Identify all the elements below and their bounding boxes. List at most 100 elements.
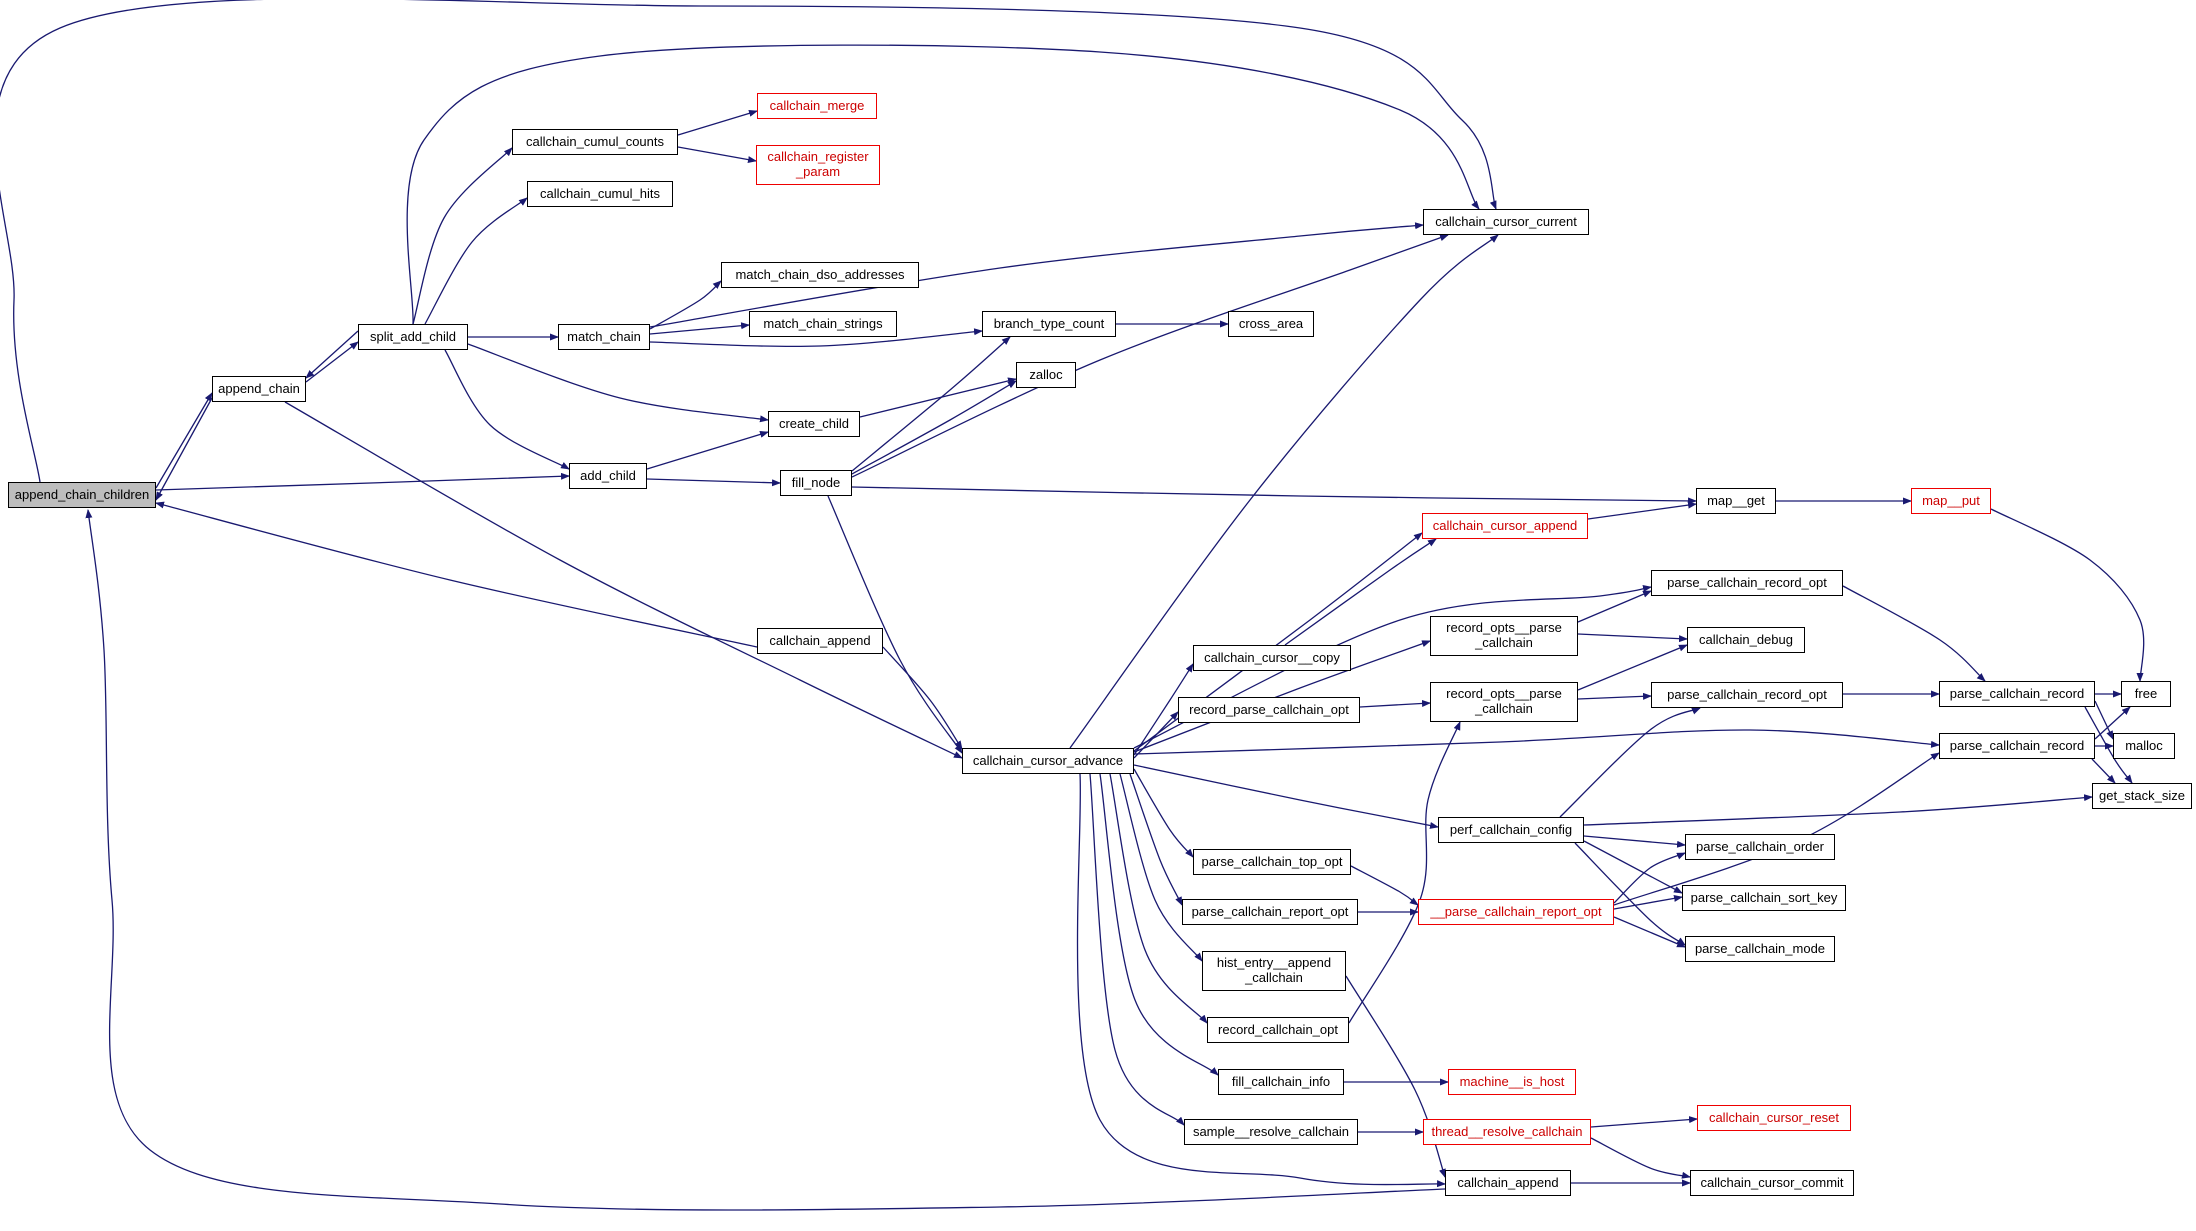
edge-capp1-to-acc	[155, 501, 758, 648]
node-pcr1-parse_callchain_record[interactable]: parse_callchain_record	[1939, 681, 2095, 707]
node-pcm-parse_callchain_mode[interactable]: parse_callchain_mode	[1685, 936, 1835, 962]
edge-trc-to-cccommit	[1590, 1137, 1691, 1179]
node-pcto-parse_callchain_top_opt[interactable]: parse_callchain_top_opt	[1193, 849, 1351, 875]
node-mcda-match_chain_dso_addresses[interactable]: match_chain_dso_addresses	[721, 262, 919, 288]
edge-cca-to-heac	[1119, 773, 1203, 962]
node-ccreset-callchain_cursor_reset[interactable]: callchain_cursor_reset	[1697, 1105, 1851, 1131]
edge-cca-to-pcto	[1133, 768, 1194, 858]
node-cc_hits-callchain_cumul_hits[interactable]: callchain_cumul_hits	[527, 181, 673, 207]
edge-mc-to-mcs	[649, 322, 750, 335]
node-heac-hist_entry__append__callchain[interactable]: hist_entry__append _callchain	[1202, 951, 1346, 991]
edge-cca-to-fci	[1099, 773, 1219, 1076]
edge-cchild-to-zalloc	[859, 377, 1017, 418]
node-pcsk-parse_callchain_sort_key[interactable]: parse_callchain_sort_key	[1682, 885, 1846, 911]
node-mih-machine__is_host[interactable]: machine__is_host	[1448, 1069, 1576, 1095]
edge-mput-to-free	[1990, 508, 2145, 682]
node-zalloc-zalloc[interactable]: zalloc	[1016, 362, 1076, 388]
edge-pcc-to-pcro2	[1559, 707, 1701, 818]
edge-acc-to-ac	[155, 392, 213, 489]
edge-pcr2-to-free	[2094, 706, 2131, 740]
node-malloc-malloc[interactable]: malloc	[2113, 733, 2175, 759]
node-fnode-fill_node[interactable]: fill_node	[780, 470, 852, 496]
node-ccur-callchain_cursor_current[interactable]: callchain_cursor_current	[1423, 209, 1589, 235]
edge-sac-to-ac	[305, 330, 359, 379]
edge-mc-to-btc	[649, 328, 983, 348]
node-gss-get_stack_size[interactable]: get_stack_size	[2092, 783, 2192, 809]
node-ropc1-record_opts__parse__callchain[interactable]: record_opts__parse _callchain	[1430, 616, 1578, 656]
node-mcs-match_chain_strings[interactable]: match_chain_strings	[749, 311, 897, 337]
node-pcr2-parse_callchain_record[interactable]: parse_callchain_record	[1939, 733, 2095, 759]
node-pcrepo-parse_callchain_report_opt[interactable]: parse_callchain_report_opt	[1182, 899, 1358, 925]
edge-fnode-to-zalloc	[851, 380, 1017, 475]
edge-pcc-to-gss	[1583, 794, 2093, 826]
node-mc-match_chain[interactable]: match_chain	[558, 324, 650, 350]
node-pcro1-parse_callchain_record_opt[interactable]: parse_callchain_record_opt	[1651, 570, 1843, 596]
edge-sac-to-ccur	[406, 44, 1480, 325]
edge-capp2-to-acc	[85, 509, 1446, 1211]
edge-acc-to-addc	[155, 472, 570, 491]
node-cchild-create_child[interactable]: create_child	[768, 411, 860, 437]
edge-pcr2-to-gss	[2091, 758, 2116, 784]
node-ccapp-callchain_cursor_append[interactable]: callchain_cursor_append	[1422, 513, 1588, 539]
node-pcrepo2-__parse_callchain_report_opt[interactable]: __parse_callchain_report_opt	[1418, 899, 1614, 925]
node-cregparam-callchain_register__param[interactable]: callchain_register _param	[756, 145, 880, 185]
edge-rpco-to-ropc2	[1359, 699, 1431, 708]
edge-cca-to-rpco	[1133, 711, 1179, 759]
edge-rco-to-ropc2	[1348, 721, 1461, 1024]
edge-acc-to-ccur	[0, 0, 1497, 483]
node-ccc_counts-callchain_cumul_counts[interactable]: callchain_cumul_counts	[512, 129, 678, 155]
edge-fnode-to-btc	[851, 336, 1011, 472]
node-cca-callchain_cursor_advance[interactable]: callchain_cursor_advance	[962, 748, 1134, 774]
node-cdebug-callchain_debug[interactable]: callchain_debug	[1687, 627, 1805, 653]
edge-cca-to-pcrepo	[1129, 773, 1183, 906]
edge-sac-to-addc	[444, 349, 570, 470]
edge-trc-to-ccreset	[1590, 1116, 1698, 1128]
edge-ropc2-to-pcro2	[1577, 692, 1652, 700]
node-cccopy-callchain_cursor__copy[interactable]: callchain_cursor__copy	[1193, 645, 1351, 671]
node-cross-cross_area[interactable]: cross_area	[1228, 311, 1314, 337]
node-mput-map__put[interactable]: map__put	[1911, 488, 1991, 514]
edge-pcto-to-pcrepo2	[1350, 865, 1419, 906]
edge-ccapp-to-mget	[1587, 501, 1697, 520]
edge-mc-to-mcda	[649, 280, 722, 330]
node-pco-parse_callchain_order[interactable]: parse_callchain_order	[1685, 834, 1835, 860]
edge-pcrepo2-to-pco	[1613, 852, 1686, 904]
node-acc-append_chain_children[interactable]: append_chain_children	[8, 482, 156, 508]
node-btc-branch_type_count[interactable]: branch_type_count	[982, 311, 1116, 337]
edge-fnode-to-ccur	[851, 234, 1449, 478]
node-addc-add_child[interactable]: add_child	[569, 463, 647, 489]
edge-pcc-to-pcsk	[1583, 840, 1683, 894]
node-src-sample__resolve_callchain[interactable]: sample__resolve_callchain	[1184, 1119, 1358, 1145]
edge-ac-to-acc	[155, 397, 213, 501]
edge-fnode-to-cca	[827, 495, 963, 754]
node-cmerge-callchain_merge[interactable]: callchain_merge	[757, 93, 877, 119]
node-rpco-record_parse_callchain_opt[interactable]: record_parse_callchain_opt	[1178, 697, 1360, 723]
edge-cca-to-rco	[1109, 773, 1208, 1024]
edge-ropc2-to-cdebug	[1577, 644, 1688, 691]
node-rco-record_callchain_opt[interactable]: record_callchain_opt	[1207, 1017, 1349, 1043]
node-cccommit-callchain_cursor_commit[interactable]: callchain_cursor_commit	[1690, 1170, 1854, 1196]
edge-ccc_counts-to-cmerge	[677, 109, 758, 136]
edge-ac-to-sac	[305, 341, 359, 383]
node-ropc2-record_opts__parse__callchain[interactable]: record_opts__parse _callchain	[1430, 682, 1578, 722]
edge-ropc1-to-pcro1	[1577, 590, 1652, 623]
node-free-free[interactable]: free	[2121, 681, 2171, 707]
node-capp1-callchain_append[interactable]: callchain_append	[757, 628, 883, 654]
edge-capp1-to-cca	[882, 646, 963, 750]
edge-mc-to-ccur	[649, 222, 1424, 328]
node-trc-thread__resolve_callchain[interactable]: thread__resolve_callchain	[1423, 1119, 1591, 1145]
edge-cca-to-ccur	[1069, 234, 1499, 749]
edge-sac-to-cchild	[467, 343, 769, 423]
edge-cca-to-cccopy	[1133, 663, 1194, 756]
node-capp2-callchain_append[interactable]: callchain_append	[1445, 1170, 1571, 1196]
edge-pcrepo2-to-pcm	[1613, 916, 1686, 948]
edge-cccopy-to-ccapp	[1284, 538, 1437, 646]
node-sac-split_add_child[interactable]: split_add_child	[358, 324, 468, 350]
edge-pcc-to-pcm	[1574, 842, 1686, 946]
node-ac-append_chain[interactable]: append_chain	[212, 376, 306, 402]
node-pcc-perf_callchain_config[interactable]: perf_callchain_config	[1438, 817, 1584, 843]
node-mget-map__get[interactable]: map__get	[1696, 488, 1776, 514]
node-fci-fill_callchain_info[interactable]: fill_callchain_info	[1218, 1069, 1344, 1095]
node-pcro2-parse_callchain_record_opt[interactable]: parse_callchain_record_opt	[1651, 682, 1843, 708]
